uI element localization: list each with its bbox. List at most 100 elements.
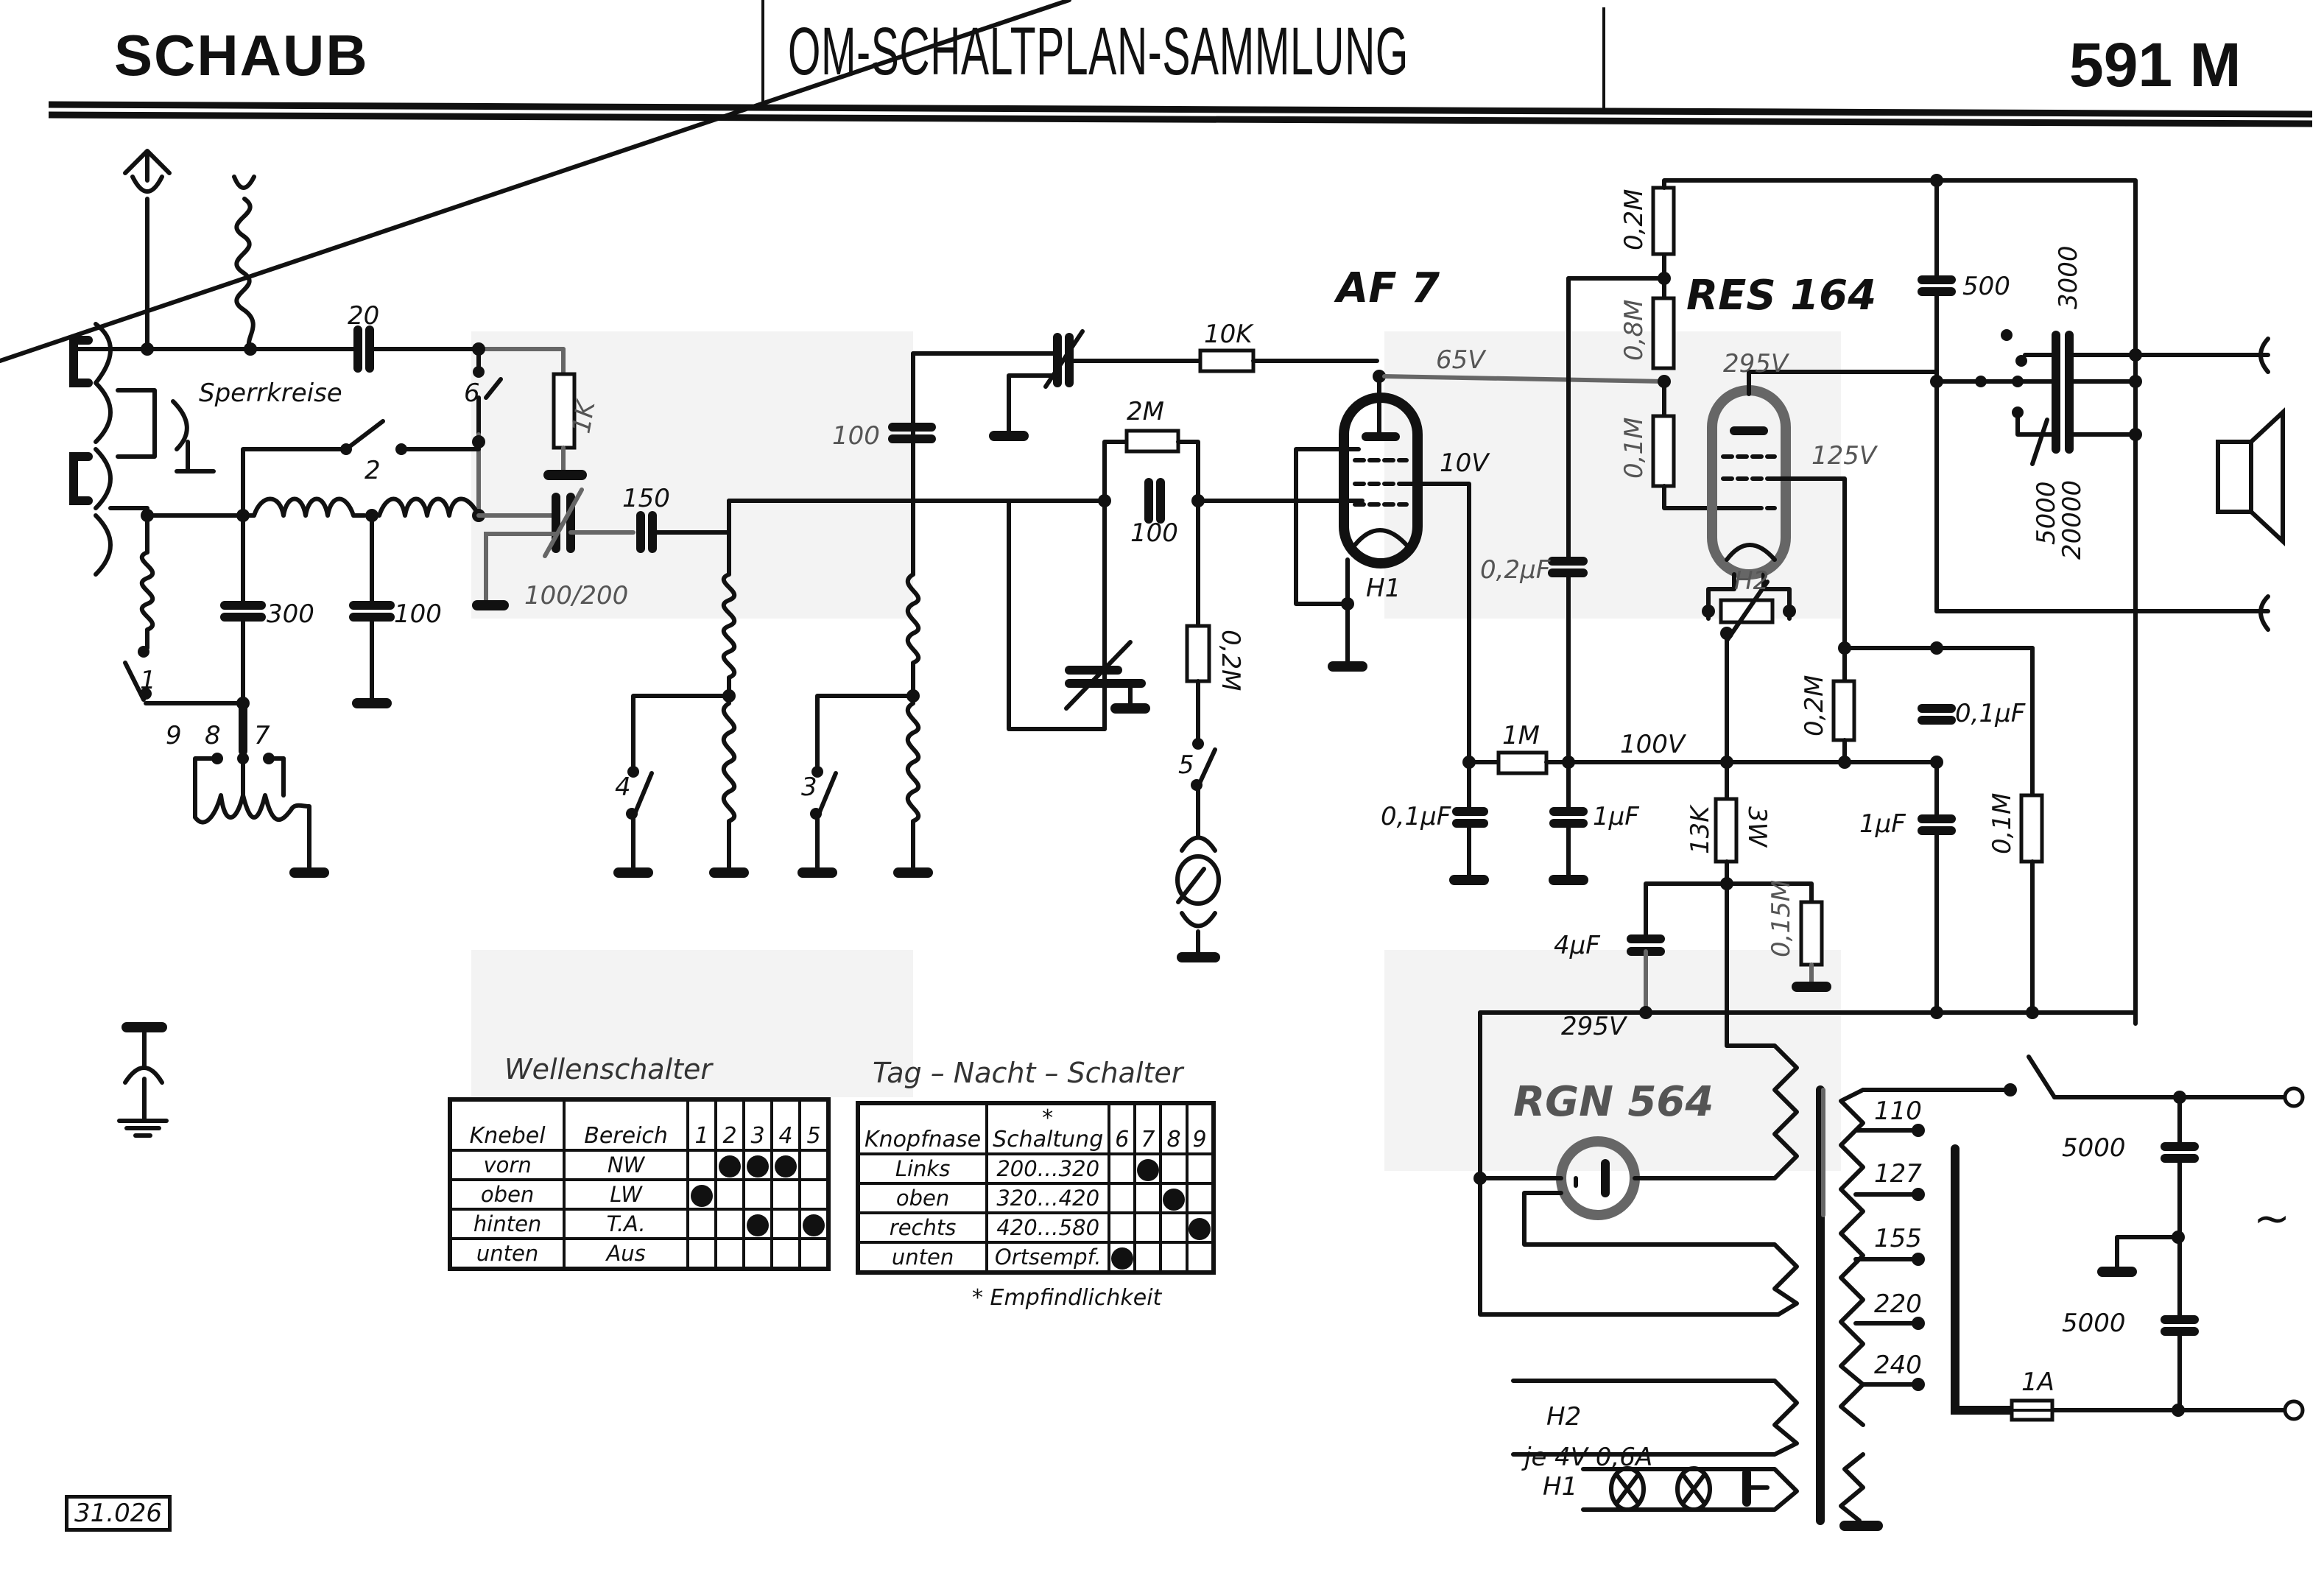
- label-sw4: 4: [615, 772, 631, 802]
- label-r015m: 0,15M: [1767, 880, 1796, 957]
- switch-position-cell: [1185, 1152, 1215, 1185]
- switch-position-cell: [1133, 1182, 1163, 1214]
- af7-tube: 10V H1 AF 7: [1294, 264, 1490, 764]
- contact-closed-mark: [1162, 1189, 1185, 1211]
- inductor-icon: [905, 701, 921, 875]
- cell-knebel: unten: [448, 1237, 566, 1270]
- switch-position-cell: [1159, 1241, 1189, 1274]
- label-tap240: 240: [1874, 1351, 1922, 1380]
- switch-position-cell: [770, 1237, 801, 1270]
- label-h1: H1: [1366, 574, 1401, 603]
- cell-bereich: T.A.: [563, 1208, 689, 1240]
- column-header: 6: [1108, 1102, 1137, 1155]
- inductor-icon: [721, 572, 737, 698]
- res164-stage: 0,2M 0,8M 0,1M RES 164 295V 125V H2: [1554, 174, 2138, 1048]
- switch-position-cell: [686, 1178, 717, 1211]
- label-r01m-grid: 0,1M: [1619, 418, 1649, 479]
- switch-position-cell: [1108, 1152, 1137, 1185]
- switch-position-cell: [1108, 1211, 1137, 1244]
- switch-position-cell: [1133, 1241, 1163, 1274]
- footnote-empfindlichkeit: * Empfindlichkeit: [972, 1285, 1162, 1311]
- label-c100a: 100: [394, 599, 442, 629]
- inductor-icon: [721, 701, 737, 875]
- switch-position-cell: [770, 1178, 801, 1211]
- pilot-lamp-icon: [1675, 1466, 1712, 1512]
- cell-knopfnase: Links: [856, 1152, 989, 1185]
- header-rules: [48, 0, 2313, 127]
- column-header: 8: [1159, 1102, 1189, 1155]
- cell-knopfnase: oben: [856, 1182, 989, 1214]
- switch-position-cell: [1185, 1211, 1215, 1244]
- label-c01uf-b: 0,1µF: [1955, 699, 2026, 728]
- switch-position-cell: [770, 1208, 801, 1240]
- contact-closed-mark: [1110, 1247, 1133, 1270]
- mains-terminal: [2283, 1399, 2305, 1421]
- column-header: 7: [1133, 1102, 1163, 1155]
- label-sperrkreise: Sperrkreise: [199, 379, 342, 408]
- label-v125: 125V: [1811, 441, 1878, 471]
- cell-knebel: hinten: [448, 1208, 566, 1240]
- cell-bereich: LW: [563, 1178, 689, 1211]
- contact-closed-mark: [1189, 1218, 1211, 1240]
- pickup-icon: [1175, 854, 1221, 906]
- label-c02uf: 0,2µF: [1480, 555, 1551, 585]
- switch-position-cell: [1159, 1152, 1189, 1185]
- brand-name: SCHAUB: [114, 23, 369, 88]
- label-r3w: 3W: [1742, 806, 1772, 848]
- label-sw6: 6: [464, 379, 480, 408]
- switch-position-cell: [1108, 1241, 1137, 1274]
- switch-position-cell: [714, 1178, 745, 1211]
- inductor-icon: [252, 496, 367, 518]
- pilot-lamp-icon: [1609, 1466, 1646, 1512]
- voltage-taps: 110 127 155 220 240: [1853, 1096, 1925, 1391]
- switch-position-cell: [798, 1208, 830, 1240]
- antenna-section: 20 Sperrkreise 1K 6 2: [69, 149, 602, 878]
- tube-res164: RES 164: [1686, 272, 1876, 320]
- column-header: 3: [742, 1098, 773, 1152]
- label-r10k: 10K: [1204, 320, 1254, 349]
- inductor-icon: [234, 197, 256, 351]
- contact-closed-mark: [719, 1155, 741, 1178]
- switch-position-cell: [1185, 1182, 1215, 1214]
- column-header: Knopfnase: [856, 1102, 989, 1155]
- label-c150: 150: [622, 484, 670, 513]
- header-star: *: [1042, 1105, 1054, 1131]
- label-c1uf-b: 1µF: [1859, 809, 1906, 839]
- label-r1k: 1K: [566, 397, 601, 436]
- cell-knopfnase: unten: [856, 1241, 989, 1274]
- tag-nacht-title: Tag – Nacht – Schalter: [873, 1057, 1183, 1089]
- switch-5: [1196, 747, 1217, 789]
- cell-schaltung: 200…320: [985, 1152, 1111, 1185]
- cell-schaltung: 320…420: [985, 1182, 1111, 1214]
- label-v295-top: 295V: [1723, 349, 1790, 379]
- label-c100c: 100: [1130, 518, 1178, 548]
- contact-closed-mark: [747, 1214, 769, 1236]
- switch-position-cell: [1108, 1182, 1137, 1214]
- inductor-icon: [905, 572, 921, 698]
- power-supply: 295V RGN 564 H2 je 4V 0,6A H1: [1473, 1010, 2305, 1531]
- switch-position-cell: [686, 1208, 717, 1240]
- column-header: 2: [714, 1098, 745, 1152]
- label-h2-winding: H2: [1546, 1402, 1581, 1432]
- label-tap110: 110: [1874, 1096, 1922, 1126]
- switch-position-cell: [742, 1178, 773, 1211]
- collection-title: OM-SCHALTPLAN-SAMMLUNG: [788, 14, 1409, 89]
- output-section: 500 3000 5000 20000: [1478, 178, 2285, 1019]
- cell-schaltung: 420…580: [985, 1211, 1111, 1244]
- earth-socket-icon: [117, 1022, 169, 1138]
- label-r02m-right: 0,2M: [1800, 675, 1829, 736]
- tube-rgn564: RGN 564: [1513, 1078, 1714, 1126]
- label-c100b: 100: [832, 421, 880, 451]
- column-header: Bereich: [563, 1098, 689, 1152]
- label-h2: H2: [1734, 566, 1769, 596]
- switch-position-cell: [742, 1237, 773, 1270]
- label-c100-200: 100/200: [524, 581, 628, 610]
- power-switch: [2027, 1055, 2057, 1099]
